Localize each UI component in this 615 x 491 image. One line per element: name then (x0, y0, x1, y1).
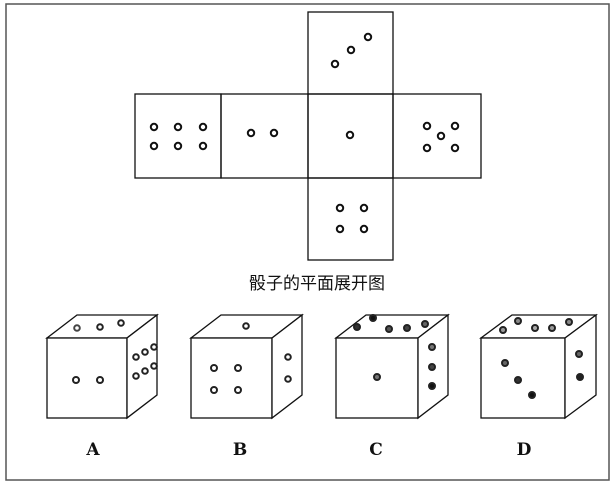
pip (337, 226, 343, 232)
net-caption: 骰子的平面展开图 (249, 274, 385, 294)
net-face-left-inner (221, 94, 308, 178)
pip (151, 124, 157, 130)
pip (248, 130, 254, 136)
pip (97, 377, 103, 383)
pip (211, 365, 217, 371)
pip (576, 351, 582, 357)
pip (243, 323, 249, 329)
option-b-label: B (233, 440, 247, 460)
pip (74, 325, 80, 331)
net-face-bottom (308, 178, 393, 260)
pip (424, 123, 430, 129)
option-a-label: A (85, 440, 100, 460)
pip (502, 360, 508, 366)
net-face-left-outer (135, 94, 221, 178)
pip (133, 354, 139, 360)
pip (500, 327, 506, 333)
pip (332, 61, 338, 67)
pip (354, 324, 360, 330)
pip (404, 325, 410, 331)
pip (235, 387, 241, 393)
pip (365, 34, 371, 40)
option-d-label: D (517, 440, 532, 460)
pip (285, 376, 291, 382)
dice-net (135, 12, 481, 260)
pip (429, 364, 435, 370)
pip (97, 324, 103, 330)
cube-front-face (191, 338, 272, 418)
pip (142, 349, 148, 355)
pip (211, 387, 217, 393)
pip (577, 374, 583, 380)
pip (151, 143, 157, 149)
pip (142, 368, 148, 374)
pip (532, 325, 538, 331)
pip (429, 344, 435, 350)
option-c-cube (336, 315, 448, 418)
pip (566, 319, 572, 325)
cube-front-face (481, 338, 565, 418)
pip (151, 344, 157, 350)
pip (200, 143, 206, 149)
pip (73, 377, 79, 383)
pip (452, 145, 458, 151)
option-b-cube (191, 315, 302, 418)
pip (370, 315, 376, 321)
option-a-cube (47, 315, 157, 418)
pip (175, 124, 181, 130)
pip (515, 377, 521, 383)
pip (549, 325, 555, 331)
pip (348, 47, 354, 53)
option-c-label: C (369, 440, 383, 460)
pip (422, 321, 428, 327)
option-d-cube (481, 315, 596, 418)
net-pips (151, 34, 458, 232)
pip (175, 143, 181, 149)
pip (429, 383, 435, 389)
pip (515, 318, 521, 324)
pip (424, 145, 430, 151)
pip (386, 326, 392, 332)
pip (235, 365, 241, 371)
pip (200, 124, 206, 130)
pip (285, 354, 291, 360)
pip (452, 123, 458, 129)
pip (361, 226, 367, 232)
pip (438, 133, 444, 139)
pip (361, 205, 367, 211)
pip (151, 363, 157, 369)
pip (374, 374, 380, 380)
cube-front-face (47, 338, 127, 418)
pip (133, 373, 139, 379)
pip (118, 320, 124, 326)
pip (347, 132, 353, 138)
pip (529, 392, 535, 398)
pip (271, 130, 277, 136)
pip (337, 205, 343, 211)
